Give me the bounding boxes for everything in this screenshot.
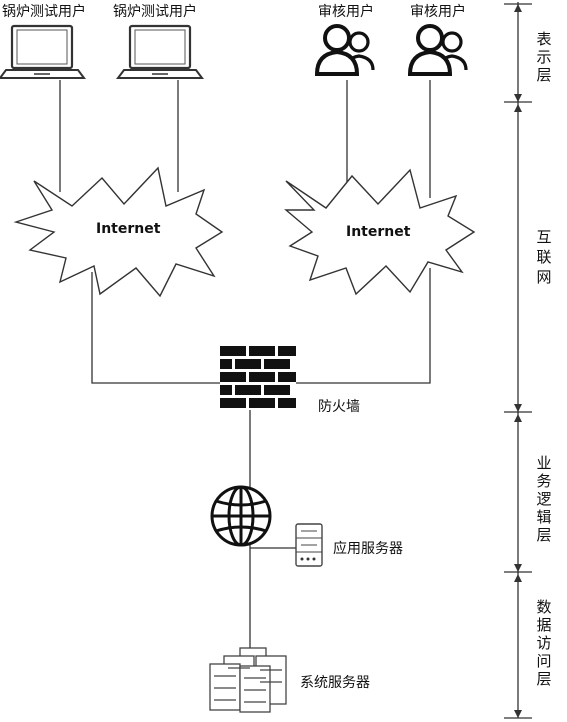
svg-text:层: 层 [536,670,551,688]
firewall-icon [220,346,296,408]
auditor-label-1: 审核用户 [318,3,374,20]
internet-cloud-left [13,166,224,298]
svg-text:问: 问 [536,652,551,670]
svg-text:层: 层 [536,66,551,84]
svg-text:层: 层 [536,526,551,544]
svg-text:表: 表 [536,30,551,48]
svg-text:据: 据 [536,616,551,634]
svg-text:网: 网 [536,268,551,286]
ruler-arrowheads [514,4,522,718]
laptop-icon [116,24,204,79]
svg-text:数: 数 [536,598,551,616]
laptop-icon [0,24,86,79]
system-server-icon [209,647,287,713]
svg-text:互: 互 [536,228,551,246]
svg-text:业: 业 [536,454,551,472]
user-group-icon [314,24,375,76]
app-server-icon [295,523,323,567]
internet-cloud-right [284,168,476,296]
globe-icon [210,485,272,547]
svg-text:辑: 辑 [536,508,551,526]
layer-label-data-access: 数 据 访 问 层 [536,598,551,688]
user-group-icon [407,24,468,76]
auditor-label-2: 审核用户 [410,3,466,20]
layer-label-internet: 互 联 网 [536,228,551,286]
internet-label-right: Internet [346,224,411,240]
svg-text:务: 务 [536,472,551,490]
app-server-label: 应用服务器 [333,540,403,557]
boiler-user-label-1: 锅炉测试用户 [2,3,86,20]
boiler-user-label-2: 锅炉测试用户 [113,3,197,20]
connection-lines [59,80,431,650]
firewall-label: 防火墙 [318,399,360,415]
internet-label-left: Internet [96,221,161,237]
layer-label-business-logic: 业 务 逻 辑 层 [536,454,551,544]
svg-text:示: 示 [536,48,551,66]
system-server-label: 系统服务器 [300,675,370,691]
layer-label-presentation: 表 示 层 [536,30,551,84]
svg-text:逻: 逻 [536,490,551,508]
svg-text:联: 联 [536,248,551,266]
svg-text:访: 访 [536,634,551,652]
